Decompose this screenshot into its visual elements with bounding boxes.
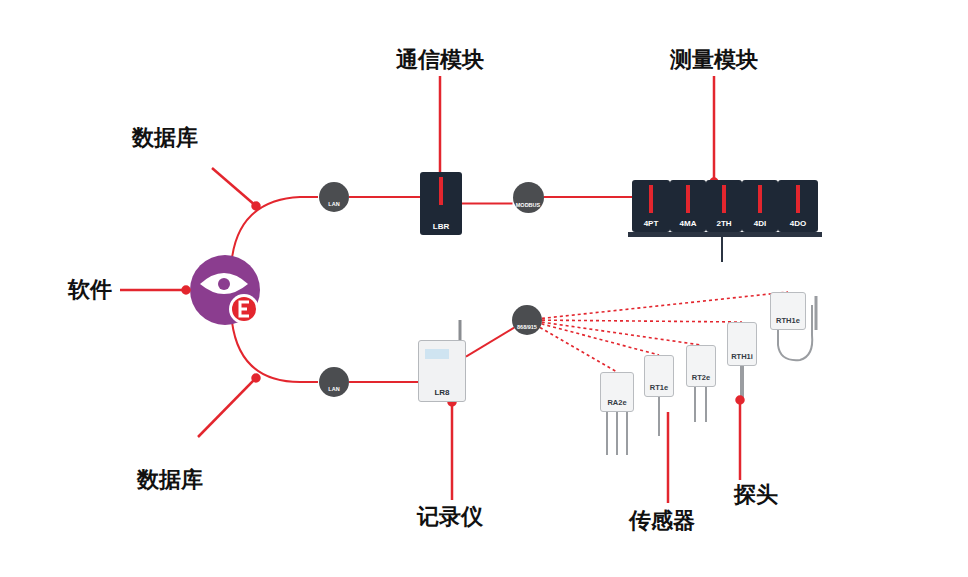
network-badge: LAN xyxy=(319,367,349,397)
sensor-box: RTH1e xyxy=(770,292,806,330)
network-badge: 868/915 xyxy=(512,305,542,335)
rack-rail xyxy=(628,232,822,237)
status-stripe xyxy=(686,185,690,213)
sensor-box: RA2e xyxy=(600,372,634,412)
node-text: 4PT xyxy=(644,219,659,228)
antenna xyxy=(459,320,462,340)
node-text: RTH1e xyxy=(776,316,800,325)
node-text: LR8 xyxy=(434,388,449,397)
leader-lines xyxy=(120,76,744,503)
logger-box: LR8 xyxy=(418,340,466,402)
node-text: 868/915 xyxy=(517,324,537,330)
node-text: LAN xyxy=(328,386,339,392)
device-module: LBR xyxy=(420,172,462,235)
network-line xyxy=(232,322,318,382)
callout-label: 记录仪 xyxy=(417,502,483,532)
wired-link xyxy=(544,197,633,198)
device-module: 2TH xyxy=(706,180,742,232)
node-text: 4DI xyxy=(754,219,766,228)
radio-link xyxy=(542,320,742,322)
bus-line xyxy=(721,237,723,262)
display-screen xyxy=(425,349,449,359)
node-text: 2TH xyxy=(716,219,731,228)
status-stripe xyxy=(758,185,762,213)
status-stripe xyxy=(649,185,653,213)
probes xyxy=(607,296,816,455)
node-text: MODBUS xyxy=(516,202,540,208)
callout-label: 软件 xyxy=(68,275,112,305)
wired-link xyxy=(349,197,420,198)
software-logo xyxy=(190,255,260,325)
wired-link xyxy=(462,203,513,204)
radio-link xyxy=(542,292,788,318)
callout-label: 传感器 xyxy=(629,506,695,536)
sensor-box: RTH1i xyxy=(727,322,757,366)
callout-label: 数据库 xyxy=(132,123,198,153)
node-text: RT2e xyxy=(692,373,710,382)
node-text: 4MA xyxy=(680,219,697,228)
node-text: RTH1i xyxy=(731,352,753,361)
callout-label: 测量模块 xyxy=(670,45,758,75)
sensor-box: RT1e xyxy=(644,355,674,397)
status-stripe xyxy=(796,185,800,213)
device-module: 4PT xyxy=(632,180,670,232)
network-badge: MODBUS xyxy=(513,182,544,213)
callout-label: 通信模块 xyxy=(396,45,484,75)
node-text: 4DO xyxy=(790,219,806,228)
status-stripe xyxy=(439,177,443,205)
node-text: RA2e xyxy=(607,398,626,407)
node-text: RT1e xyxy=(650,383,668,392)
node-text: LAN xyxy=(328,201,339,207)
network-line xyxy=(232,197,318,258)
sensor-box: RT2e xyxy=(686,345,716,387)
device-module: 4DO xyxy=(778,180,818,232)
device-module: 4DI xyxy=(742,180,778,232)
node-text: LBR xyxy=(433,222,449,231)
callout-label: 数据库 xyxy=(137,465,203,495)
device-module: 4MA xyxy=(670,180,706,232)
status-stripe xyxy=(722,185,726,213)
radio-link xyxy=(542,322,701,345)
wired-link xyxy=(349,382,418,383)
wired-link xyxy=(466,328,514,357)
radio-link xyxy=(541,324,659,355)
callout-label: 探头 xyxy=(734,480,778,510)
network-badge: LAN xyxy=(319,182,349,212)
